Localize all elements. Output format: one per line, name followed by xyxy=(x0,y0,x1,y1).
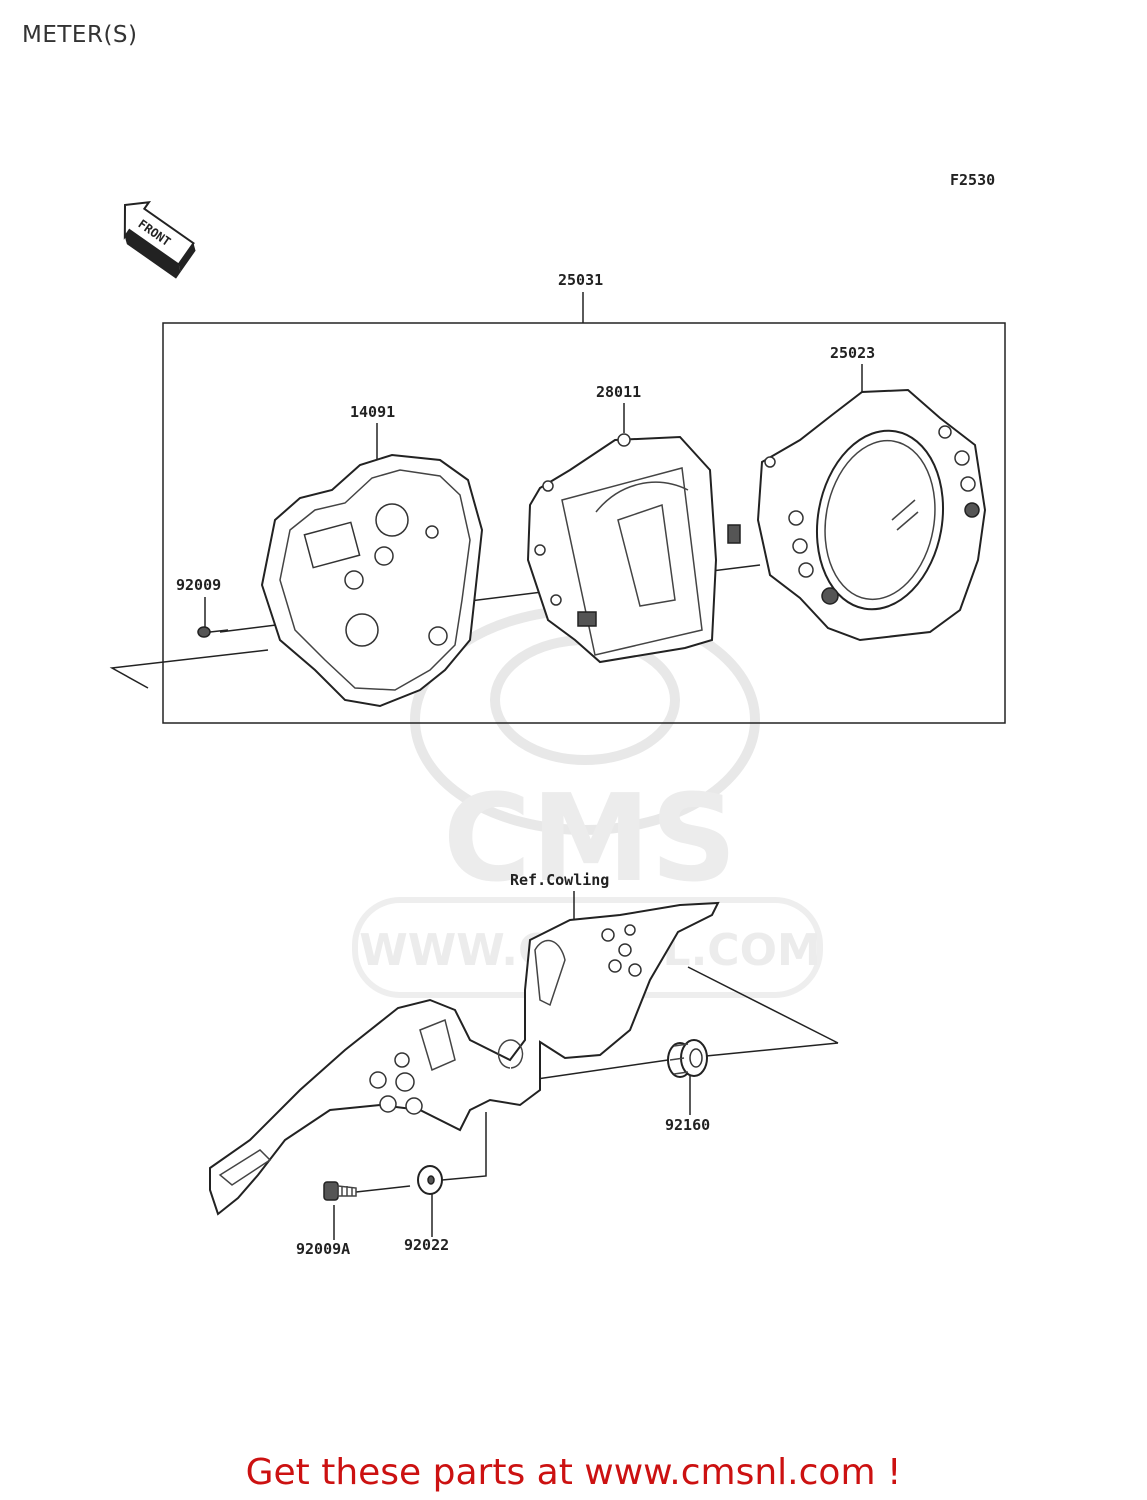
part-label-28011: 28011 xyxy=(596,383,641,401)
part-label-92160: 92160 xyxy=(665,1116,710,1134)
call-to-action-link[interactable]: Get these parts at www.cmsnl.com ! xyxy=(245,1452,902,1493)
screw-92009 xyxy=(197,626,229,638)
meter-bracket xyxy=(209,901,720,1216)
part-label-92009: 92009 xyxy=(176,576,221,594)
assembly-box xyxy=(162,322,1006,724)
part-label-92022: 92022 xyxy=(404,1236,449,1254)
bolt-92009A xyxy=(323,1181,357,1201)
figure-code: F2530 xyxy=(950,171,995,189)
reference-note: Ref.Cowling xyxy=(510,871,609,889)
watermark-text: CMS xyxy=(443,770,737,909)
front-arrow-icon: FRONT xyxy=(123,200,196,279)
page-title: METER(S) xyxy=(22,22,138,48)
part-label-25031: 25031 xyxy=(558,271,603,289)
washer-92022 xyxy=(417,1165,443,1195)
exploded-parts-diagram: CMS WWW.CMSNL.COM F2530 FRONT 25031 2502… xyxy=(109,171,1006,1258)
meter-front-cover-25023 xyxy=(756,388,987,642)
grommet-92160 xyxy=(667,1039,708,1078)
meter-rear-case-14091 xyxy=(260,453,484,708)
part-label-14091: 14091 xyxy=(350,403,395,421)
part-label-92009A: 92009A xyxy=(296,1240,350,1258)
meter-gauge-unit-28011 xyxy=(526,433,741,664)
part-label-25023: 25023 xyxy=(830,344,875,362)
